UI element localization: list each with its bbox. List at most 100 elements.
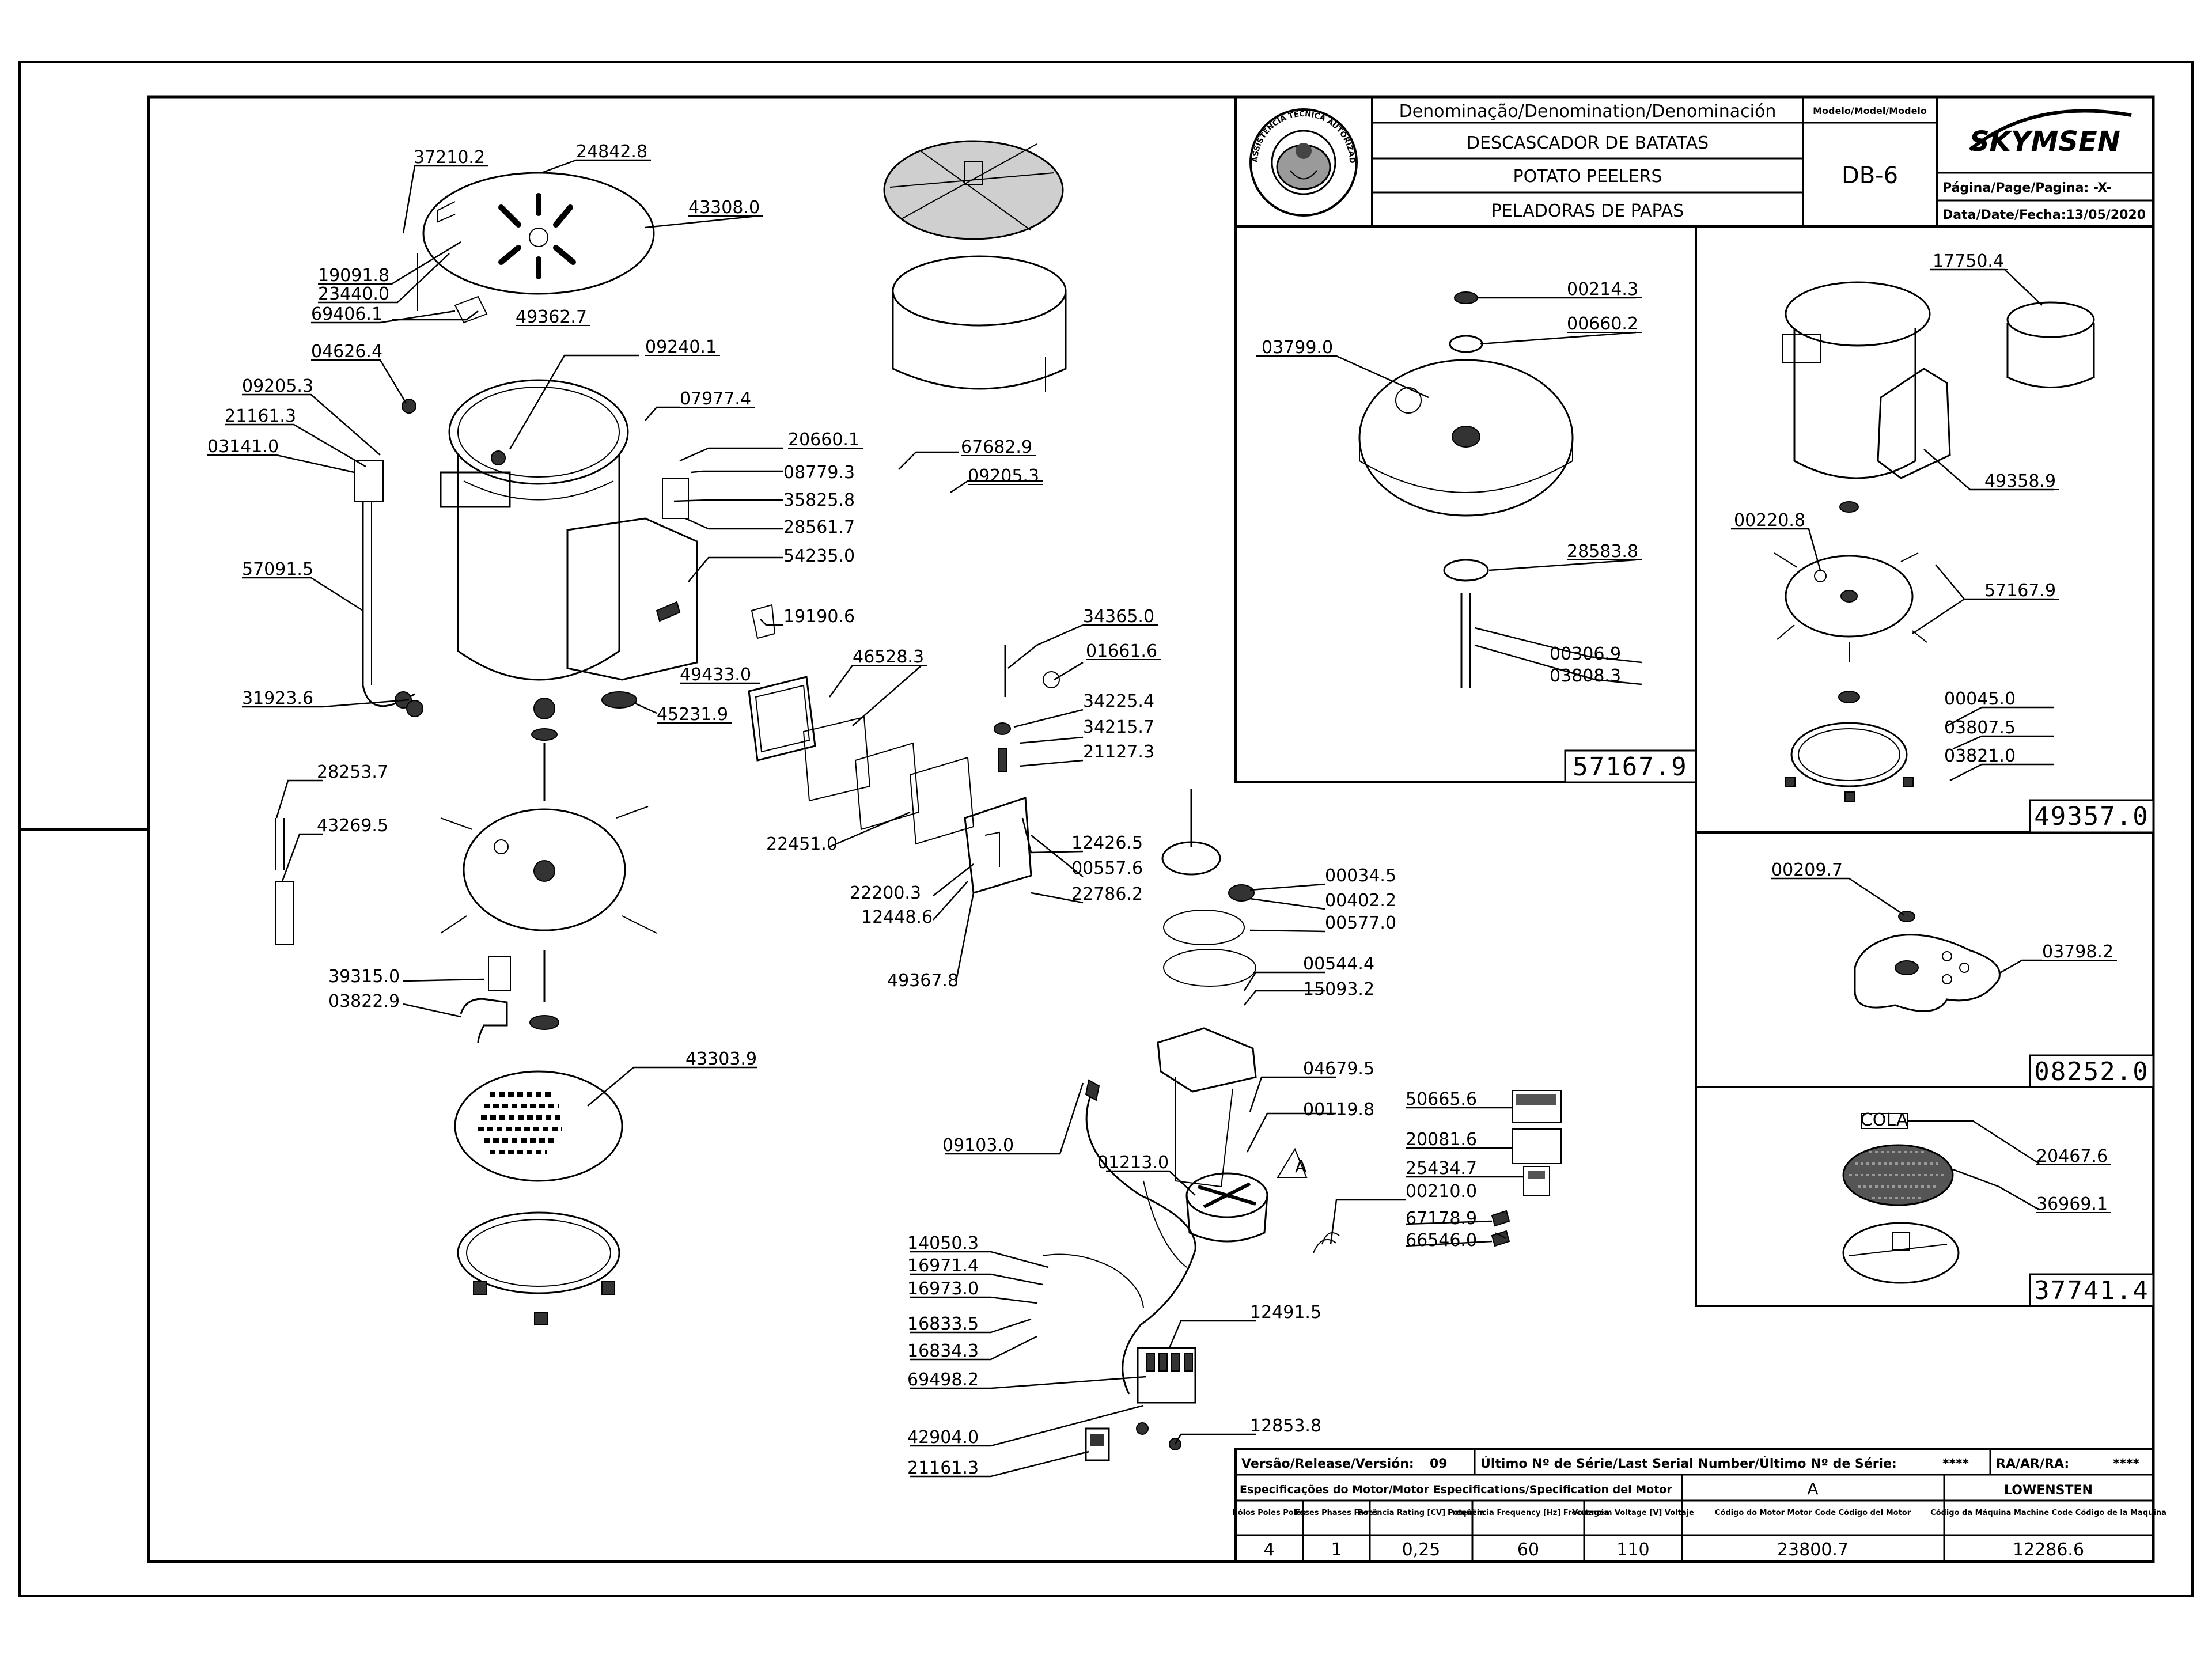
lower-disc-drawing (440, 698, 657, 1030)
abrasive-disc-top-drawing (883, 140, 1067, 392)
box-number-abrasive: 37741.4 (2034, 1276, 2149, 1305)
elbow-03822-9 (460, 998, 508, 1043)
val-poles: 4 (1263, 1540, 1274, 1560)
date-label: Data/Date/Fecha:13/05/2020 (1942, 208, 2146, 222)
bracket-cover-drawing (964, 645, 1060, 894)
callout-00557-6: 00557.6 (1071, 858, 1143, 878)
callout-67178-9: 67178.9 (1406, 1209, 1477, 1229)
title-block: ASSISTÊNCIA TÉCNICA AUTORIZADA Denominaç… (0, 0, 2155, 228)
callout-25434-7: 25434.7 (1406, 1158, 1477, 1179)
col-phases: Fases Phases Fases (1295, 1509, 1378, 1517)
callout-20660-1: 20660.1 (788, 430, 859, 450)
seal-text: ASSISTÊNCIA TÉCNICA AUTORIZADA (0, 0, 1356, 164)
ra-label: RA/AR/RA: (1996, 1457, 2069, 1471)
val-rating: 0,25 (1402, 1540, 1441, 1560)
callout-01213-0: 01213.0 (1097, 1153, 1169, 1173)
callout-08779-3: 08779.3 (783, 463, 855, 483)
callout-12448-6: 12448.6 (861, 907, 933, 927)
wire-harness (1085, 1085, 1196, 1395)
plug-09103-0 (1085, 1079, 1100, 1101)
switch-assembly-drawing (354, 460, 423, 717)
hub-assembly-drawing (1854, 911, 2001, 1012)
callout-16973-0: 16973.0 (907, 1279, 979, 1299)
callout-03799-0: 03799.0 (1262, 338, 1333, 358)
callout-03798-2: 03798.2 (2042, 942, 2113, 962)
callout-66546-0: 66546.0 (1406, 1230, 1477, 1251)
callout-00214-3: 00214.3 (1567, 279, 1638, 300)
clamp-43269-5 (275, 881, 294, 945)
box-number-bowl: 49357.0 (2034, 802, 2149, 831)
callout-00544-4: 00544.4 (1303, 954, 1374, 974)
callout-00220-8: 00220.8 (1734, 510, 1805, 531)
motor-drawing: A (1185, 1147, 1308, 1243)
brand-logo: SKYMSEN (1969, 109, 2132, 158)
callout-01661-6: 01661.6 (1086, 641, 1157, 661)
disc-assembly-drawing (1358, 291, 1574, 688)
serial-value: **** (1942, 1457, 1969, 1471)
col-rating: Potência Rating [CV] Potencia (1358, 1509, 1484, 1517)
callout-69498-2: 69498.2 (907, 1370, 979, 1390)
callout-54235-0: 54235.0 (783, 546, 855, 566)
callout-28561-7: 28561.7 (783, 517, 855, 537)
contactor-drawing (1085, 1347, 1196, 1461)
callout-00660-2: 00660.2 (1567, 314, 1638, 334)
val-phases: 1 (1331, 1540, 1342, 1560)
pipe-39315-0 (488, 956, 511, 991)
callout-07977-4: 07977.4 (680, 389, 751, 409)
part-drawings: A (275, 140, 2095, 1461)
callout-00306-9: 00306.9 (1550, 644, 1621, 664)
model-value: DB-6 (1842, 162, 1898, 189)
col-poles: Pólos Poles Polos (1232, 1509, 1306, 1517)
brand-text: SKYMSEN (1969, 126, 2120, 158)
callout-12853-8: 12853.8 (1250, 1416, 1321, 1436)
callout-00402-2: 00402.2 (1325, 891, 1396, 911)
callout-21161-3: 21161.3 (225, 406, 296, 426)
callout-43303-9: 43303.9 (685, 1049, 757, 1069)
val-voltage: 110 (1616, 1540, 1649, 1560)
callout-31923-6: 31923.6 (242, 688, 313, 709)
callout-34225-4: 34225.4 (1083, 691, 1154, 711)
callout-57167-9-bowl: 57167.9 (1984, 581, 2056, 601)
callout-37210-2: 37210.2 (414, 147, 485, 168)
bracket-49362-7 (454, 296, 488, 324)
callout-03821-0: 03821.0 (1944, 746, 2016, 766)
callout-34365-0: 34365.0 (1083, 607, 1154, 627)
callout-16834-3: 16834.3 (907, 1341, 979, 1361)
callout-00034-5: 00034.5 (1325, 866, 1396, 886)
callout-67682-9: 67682.9 (961, 437, 1032, 457)
motor-spec-label: Especificações do Motor/Motor Especifica… (1240, 1483, 1672, 1496)
base-ring-drawing (457, 1211, 620, 1325)
callout-underlines (414, 160, 2117, 1213)
callout-labels: 37210.2 24842.8 43308.0 19091.8 23440.0 … (207, 142, 2113, 1478)
callout-49358-9: 49358.9 (1984, 471, 2056, 491)
callout-00209-7: 00209.7 (1771, 860, 1843, 880)
callout-50665-6: 50665.6 (1406, 1089, 1477, 1109)
callout-00119-8: 00119.8 (1303, 1100, 1374, 1120)
callout-19190-6: 19190.6 (783, 607, 855, 627)
callout-03141-0: 03141.0 (207, 437, 279, 457)
callout-17750-4: 17750.4 (1933, 251, 2004, 271)
callout-35825-8: 35825.8 (783, 490, 855, 510)
callout-03822-9: 03822.9 (328, 991, 400, 1012)
callout-42904-0: 42904.0 (907, 1427, 979, 1448)
callout-00210-0: 00210.0 (1406, 1181, 1477, 1202)
drawing-frame (147, 95, 2155, 1563)
name-portuguese: DESCASCADOR DE BATATAS (1467, 133, 1709, 153)
callout-22200-3: 22200.3 (850, 883, 921, 903)
callout-43269-5: 43269.5 (317, 816, 388, 836)
ra-value: **** (2113, 1457, 2140, 1471)
callout-cola: COLA (1861, 1110, 1908, 1130)
model-label: Modelo/Model/Modelo (1813, 105, 1927, 116)
callout-03808-3: 03808.3 (1550, 666, 1621, 686)
serial-label: Último Nº de Série/Last Serial Number/Úl… (1480, 1456, 1897, 1471)
callout-09205-3: 09205.3 (242, 376, 313, 396)
callout-04679-5: 04679.5 (1303, 1059, 1374, 1079)
motor-maker: LOWENSTEN (2004, 1483, 2093, 1498)
release-value: 09 (1430, 1457, 1448, 1471)
callout-09103-0: 09103.0 (942, 1135, 1014, 1156)
callout-09240-1: 09240.1 (645, 337, 717, 357)
col-machine-code: Código da Máquina Machine Code Código de… (1930, 1509, 2166, 1517)
callout-45231-9: 45231.9 (657, 704, 728, 725)
callout-21127-3: 21127.3 (1083, 742, 1154, 762)
